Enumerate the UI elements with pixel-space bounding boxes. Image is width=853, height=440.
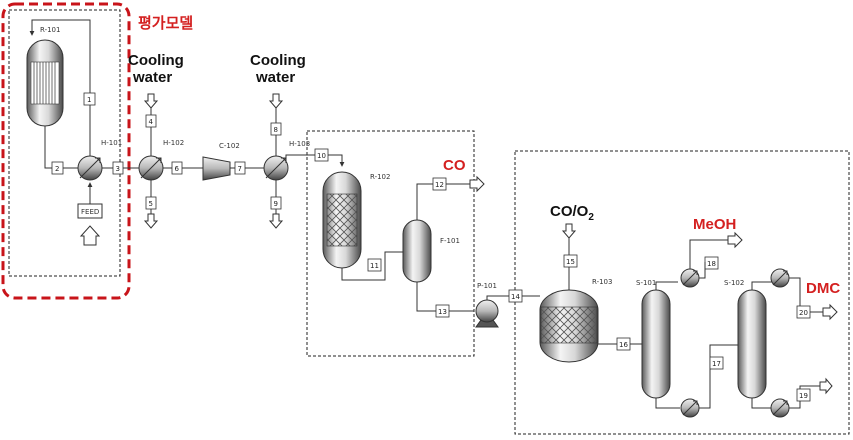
stream-1: 1 [87, 96, 91, 104]
dmc-out-arrow-icon [822, 303, 838, 321]
stream-5: 5 [149, 200, 153, 208]
stream-10: 10 [317, 152, 326, 160]
label-r103: R-103 [592, 278, 612, 286]
label-c102: C-102 [219, 142, 240, 150]
cooling-water-2-in-arrow-icon [268, 93, 284, 109]
cooling-water-1-line1: Cooling [128, 52, 184, 69]
dmc-out-label: DMC [806, 280, 840, 297]
co-out-arrow-icon [469, 175, 485, 193]
cooling-water-1-line2: water [132, 69, 172, 86]
flash-drum-f101 [402, 219, 432, 283]
stream-3: 3 [116, 165, 120, 173]
reactor-r103 [539, 289, 599, 363]
cooling-water-2-line2: water [255, 69, 295, 86]
boundary-box-1 [8, 9, 121, 277]
stream-8: 8 [274, 126, 278, 134]
stream-15: 15 [566, 258, 575, 266]
meoh-out-label: MeOH [693, 216, 736, 233]
label-r102: R-102 [370, 173, 390, 181]
stream-19: 19 [799, 392, 808, 400]
label-r101: R-101 [40, 26, 60, 34]
label-p101: P-101 [477, 282, 497, 290]
stream-13: 13 [438, 308, 447, 316]
pump-p101 [475, 299, 499, 328]
stream-9: 9 [274, 200, 278, 208]
label-s102: S-102 [724, 279, 744, 287]
bottoms-out-arrow-icon [819, 377, 833, 395]
label-h103: H-103 [289, 140, 310, 148]
stream-16: 16 [619, 341, 628, 349]
feed-block [77, 203, 103, 219]
boundary-box-2 [306, 130, 475, 357]
co-o2-in-arrow-icon [561, 223, 577, 239]
label-h102: H-102 [163, 139, 184, 147]
stream-14: 14 [511, 293, 520, 301]
feed-inlet-arrow-icon [79, 225, 101, 246]
co-o2-label: CO/O2 [550, 203, 594, 223]
reactor-r101 [26, 39, 64, 127]
column-s102 [737, 289, 767, 399]
compressor-c102 [202, 156, 231, 181]
stream-7: 7 [238, 165, 242, 173]
meoh-out-arrow-icon [727, 231, 743, 249]
stream-6: 6 [175, 165, 180, 173]
eval-model-label: 평가모델 [138, 14, 193, 32]
label-f101: F-101 [440, 237, 460, 245]
label-h101: H-101 [101, 139, 122, 147]
cooling-water-2-line1: Cooling [250, 52, 306, 69]
stream-2: 2 [55, 165, 59, 173]
cooling-water-2-out-arrow-icon [268, 213, 284, 229]
label-feed: FEED [81, 208, 99, 216]
stream-11: 11 [370, 262, 379, 270]
cooling-water-in-arrow-icon [143, 93, 159, 109]
stream-12: 12 [435, 181, 444, 189]
stream-4: 4 [149, 118, 154, 126]
eval-model-highlight-box [1, 2, 131, 300]
stream-20: 20 [799, 309, 808, 317]
stream-17: 17 [712, 360, 721, 368]
reactor-r102 [322, 171, 362, 269]
column-s101 [641, 289, 671, 399]
co-out-label: CO [443, 157, 466, 174]
label-s101: S-101 [636, 279, 656, 287]
cooling-water-out-arrow-icon [143, 213, 159, 229]
stream-18: 18 [707, 260, 716, 268]
